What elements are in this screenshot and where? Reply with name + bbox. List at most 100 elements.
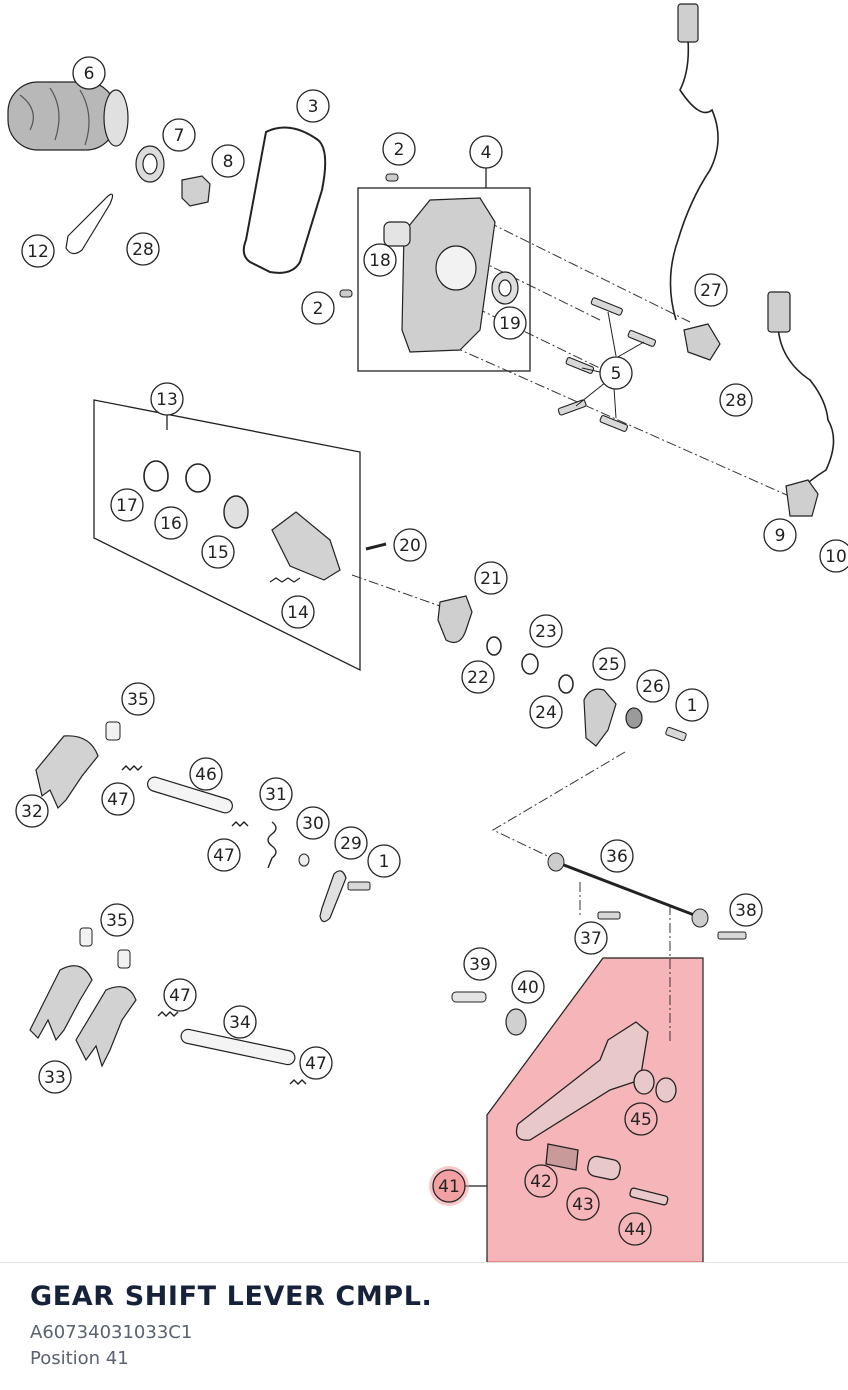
callout-45[interactable]: 45	[624, 1102, 658, 1136]
svg-text:47: 47	[213, 846, 235, 866]
callout-8[interactable]: 8	[211, 144, 245, 178]
part-spring-47b	[231, 821, 249, 827]
svg-text:45: 45	[630, 1110, 652, 1130]
callout-42[interactable]: 42	[524, 1164, 558, 1198]
callout-37[interactable]: 37	[574, 921, 608, 955]
highlight-region-41[interactable]	[486, 957, 704, 1262]
callout-31[interactable]: 31	[259, 777, 293, 811]
part-ring-24	[558, 674, 574, 694]
callout-12[interactable]: 12	[21, 234, 55, 268]
svg-text:2: 2	[313, 299, 324, 319]
part-rod-end-a	[547, 852, 565, 872]
part-sleeve-43	[587, 1155, 621, 1181]
callout-17[interactable]: 17	[110, 488, 144, 522]
callout-16[interactable]: 16	[154, 506, 188, 540]
svg-text:6: 6	[84, 64, 95, 84]
callout-14[interactable]: 14	[281, 595, 315, 629]
callout-24[interactable]: 24	[529, 695, 563, 729]
svg-text:8: 8	[223, 152, 234, 172]
callout-47c[interactable]: 47	[163, 978, 197, 1012]
svg-text:30: 30	[302, 814, 324, 834]
callout-20[interactable]: 20	[393, 528, 427, 562]
callout-27[interactable]: 27	[694, 273, 728, 307]
callout-30[interactable]: 30	[296, 806, 330, 840]
callout-5[interactable]: 5	[575, 311, 645, 419]
callout-2b[interactable]: 2	[301, 291, 335, 325]
callout-44[interactable]: 44	[618, 1212, 652, 1246]
svg-text:41: 41	[438, 1177, 460, 1197]
part-circlip-16	[185, 463, 211, 493]
svg-text:9: 9	[775, 526, 786, 546]
callout-47a[interactable]: 47	[101, 782, 135, 816]
callout-25[interactable]: 25	[592, 647, 626, 681]
callout-26[interactable]: 26	[636, 669, 670, 703]
callout-15[interactable]: 15	[201, 535, 235, 569]
svg-text:15: 15	[207, 543, 229, 563]
callout-29[interactable]: 29	[334, 826, 368, 860]
callout-23[interactable]: 23	[529, 614, 563, 648]
svg-text:20: 20	[399, 536, 421, 556]
svg-text:47: 47	[107, 790, 129, 810]
callout-32[interactable]: 32	[15, 794, 49, 828]
part-lever-21	[437, 595, 473, 643]
callout-19[interactable]: 19	[493, 306, 527, 340]
part-disc-15	[223, 495, 249, 529]
svg-text:3: 3	[308, 97, 319, 117]
part-rod-end-b	[691, 908, 709, 928]
part-connector-top	[677, 3, 699, 43]
part-pin-35b	[79, 927, 93, 947]
part-spring-47a	[121, 765, 143, 771]
part-washer-30	[298, 853, 310, 867]
svg-text:2: 2	[394, 140, 405, 160]
svg-text:36: 36	[606, 847, 628, 867]
callout-33[interactable]: 33	[38, 1060, 72, 1094]
callout-38[interactable]: 38	[729, 893, 763, 927]
callout-4[interactable]: 4	[469, 135, 503, 169]
callout-3[interactable]: 3	[296, 89, 330, 123]
callout-7[interactable]: 7	[162, 118, 196, 152]
part-lever-25	[583, 688, 617, 747]
callout-35a[interactable]: 35	[121, 682, 155, 716]
callout-18[interactable]: 18	[363, 243, 397, 277]
exploded-parts-diagram: 6 7 8 3 2 4 12 28 18 2 19 27 5 28 13 17 …	[7, 3, 848, 1262]
svg-text:1: 1	[379, 852, 390, 872]
callout-13[interactable]: 13	[150, 382, 184, 416]
part-sensor-8	[181, 175, 211, 207]
svg-text:21: 21	[480, 569, 502, 589]
callout-1a[interactable]: 1	[675, 688, 709, 722]
callout-28b[interactable]: 28	[719, 383, 753, 417]
footer-divider	[0, 1262, 848, 1263]
part-bearing-7	[135, 145, 165, 183]
svg-text:43: 43	[572, 1195, 594, 1215]
callout-47b[interactable]: 47	[207, 838, 241, 872]
svg-text:47: 47	[169, 986, 191, 1006]
part-fork-33b	[75, 986, 137, 1068]
callout-21[interactable]: 21	[474, 561, 508, 595]
callout-46[interactable]: 46	[189, 757, 223, 791]
callout-2a[interactable]: 2	[382, 132, 416, 166]
part-number: A60734031033C1	[30, 1322, 193, 1343]
callout-9[interactable]: 9	[763, 518, 797, 552]
callout-47d[interactable]: 47	[299, 1046, 333, 1080]
part-cover-4	[401, 197, 496, 353]
part-bolt-44	[629, 1187, 669, 1206]
part-spring-31	[267, 821, 277, 869]
callout-36[interactable]: 36	[600, 839, 634, 873]
callout-34[interactable]: 34	[223, 1005, 257, 1039]
svg-text:44: 44	[624, 1220, 646, 1240]
callout-28a[interactable]: 28	[126, 232, 160, 266]
callout-22[interactable]: 22	[461, 660, 495, 694]
callout-35b[interactable]: 35	[100, 903, 134, 937]
callout-41-highlighted[interactable]: 41	[429, 1166, 469, 1206]
group-frame-41	[463, 957, 704, 1262]
svg-text:34: 34	[229, 1013, 251, 1033]
callout-1b[interactable]: 1	[367, 844, 401, 878]
callout-39[interactable]: 39	[463, 947, 497, 981]
callout-10[interactable]: 10	[819, 539, 848, 573]
callout-40[interactable]: 40	[511, 970, 545, 1004]
svg-text:28: 28	[132, 240, 154, 260]
callout-6[interactable]: 6	[72, 56, 106, 90]
callout-43[interactable]: 43	[566, 1187, 600, 1221]
part-bushing-18	[383, 221, 411, 247]
part-bushing-40	[505, 1008, 527, 1036]
